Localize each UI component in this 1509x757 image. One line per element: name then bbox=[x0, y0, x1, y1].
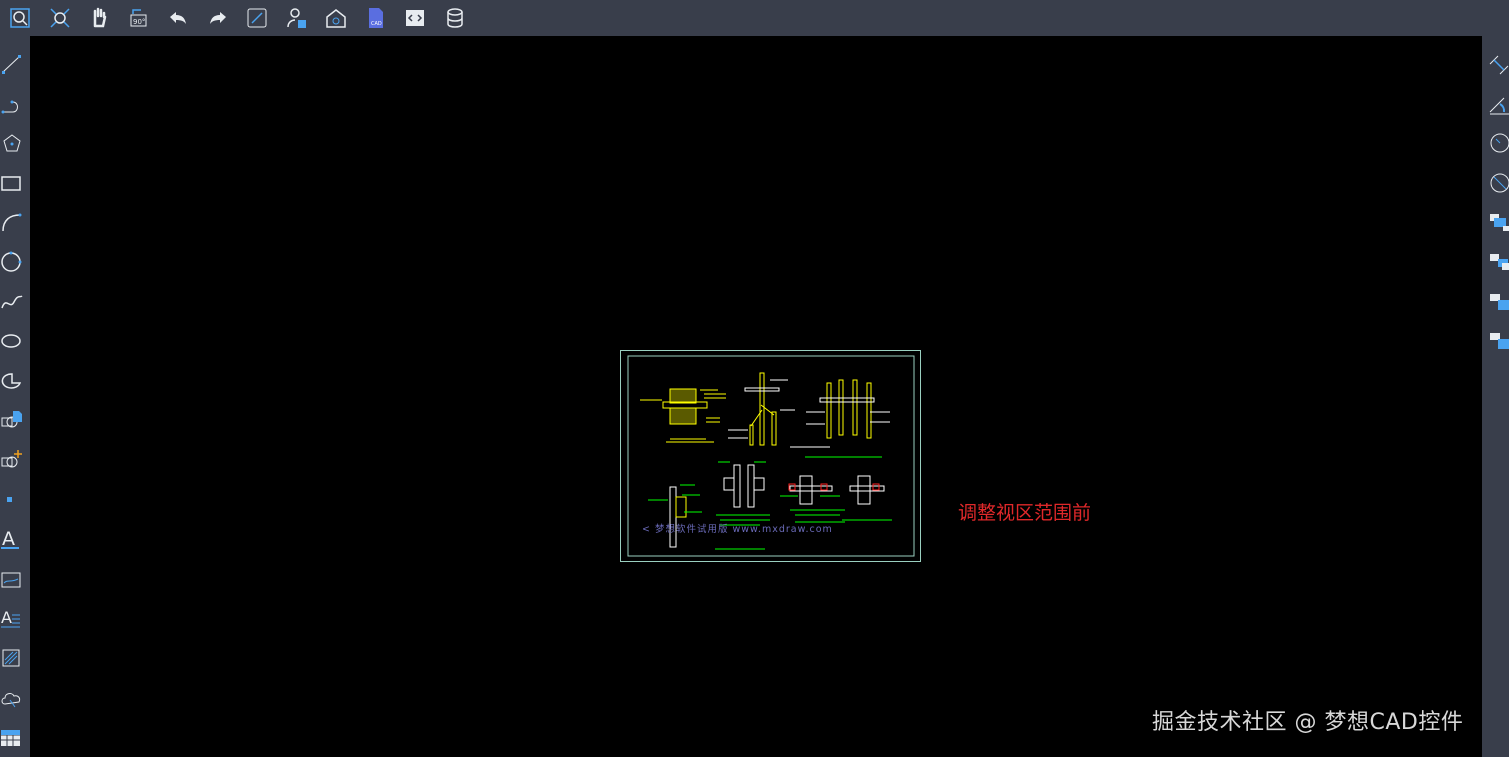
cad-file-button[interactable]: CAD bbox=[364, 6, 388, 30]
circle-button[interactable] bbox=[0, 250, 24, 274]
detail-1 bbox=[640, 388, 726, 443]
rectangle-button[interactable] bbox=[0, 171, 24, 195]
trial-version-text: < 梦想软件试用版 www.mxdraw.com bbox=[642, 524, 833, 535]
diameter-dimension-icon bbox=[1490, 173, 1509, 193]
redo-button[interactable] bbox=[206, 6, 230, 30]
ellipse-arc-button[interactable] bbox=[0, 369, 24, 393]
text-icon: A bbox=[1, 528, 19, 550]
revision-cloud-button[interactable] bbox=[0, 686, 24, 710]
svg-text:A: A bbox=[2, 528, 15, 550]
ellipse-arc-icon bbox=[1, 373, 22, 389]
polyline-icon bbox=[1, 100, 18, 114]
user-layer-button[interactable] bbox=[285, 6, 309, 30]
arc-icon bbox=[2, 213, 22, 232]
angular-dimension-button[interactable] bbox=[1488, 92, 1509, 116]
polygon-icon bbox=[3, 134, 21, 152]
home-view-button[interactable] bbox=[324, 6, 348, 30]
send-below-button[interactable] bbox=[1488, 329, 1509, 353]
polygon-button[interactable] bbox=[0, 131, 24, 155]
circle-icon bbox=[1, 251, 22, 272]
drawing-outer-border bbox=[620, 350, 921, 562]
line-button[interactable] bbox=[0, 52, 24, 76]
detail-2 bbox=[728, 372, 795, 446]
undo-icon bbox=[170, 12, 186, 24]
hatch-button[interactable] bbox=[0, 646, 24, 670]
spline-button[interactable] bbox=[0, 290, 24, 314]
cad-canvas[interactable]: < 梦想软件试用版 www.mxdraw.com 调整视区范围前 掘金技术社区 … bbox=[30, 36, 1482, 757]
home-view-icon bbox=[326, 9, 346, 28]
detail-3 bbox=[790, 379, 890, 458]
line-icon bbox=[2, 55, 21, 74]
arc-button[interactable] bbox=[0, 210, 24, 234]
table-button[interactable] bbox=[0, 725, 24, 749]
rectangle-icon bbox=[1, 176, 21, 191]
detail-4 bbox=[648, 484, 702, 548]
pan-hand-icon bbox=[93, 7, 107, 28]
zoom-window-icon bbox=[49, 8, 70, 28]
rotate-90-button[interactable]: 90° bbox=[127, 6, 151, 30]
image-button[interactable] bbox=[0, 567, 24, 591]
diameter-dimension-button[interactable] bbox=[1488, 171, 1509, 195]
code-button[interactable] bbox=[403, 6, 427, 30]
point-button[interactable] bbox=[0, 488, 24, 512]
create-block-icon bbox=[1, 450, 22, 468]
hatch-icon bbox=[2, 649, 20, 667]
user-layer-icon bbox=[286, 8, 306, 28]
ellipse-icon bbox=[1, 334, 21, 348]
revision-cloud-icon bbox=[1, 692, 21, 707]
svg-text:90°: 90° bbox=[133, 18, 145, 26]
angular-dimension-icon bbox=[1489, 97, 1509, 115]
multiline-text-button[interactable]: A bbox=[0, 606, 24, 630]
rotate-90-icon: 90° bbox=[130, 9, 146, 27]
zoom-extents-button[interactable] bbox=[8, 6, 32, 30]
database-icon bbox=[446, 8, 463, 28]
bring-to-front-icon bbox=[1490, 214, 1509, 232]
aligned-dimension-icon bbox=[1489, 55, 1509, 75]
send-below-icon bbox=[1490, 333, 1509, 350]
fullscreen-icon bbox=[247, 8, 267, 28]
cad-file-icon: CAD bbox=[368, 8, 383, 28]
bring-above-icon bbox=[1490, 293, 1509, 310]
insert-block-icon bbox=[1, 411, 22, 428]
send-to-back-button[interactable] bbox=[1488, 250, 1509, 274]
radius-dimension-icon bbox=[1490, 133, 1509, 153]
svg-text:CAD: CAD bbox=[371, 21, 382, 27]
database-button[interactable] bbox=[443, 6, 467, 30]
pan-hand-button[interactable] bbox=[87, 6, 111, 30]
bring-above-button[interactable] bbox=[1488, 290, 1509, 314]
redo-icon bbox=[209, 12, 226, 24]
radius-dimension-button[interactable] bbox=[1488, 131, 1509, 155]
detail-5 bbox=[715, 461, 770, 550]
fullscreen-button[interactable] bbox=[245, 6, 269, 30]
detail-6 bbox=[780, 475, 892, 523]
code-icon bbox=[406, 10, 424, 26]
aligned-dimension-button[interactable] bbox=[1488, 52, 1509, 76]
send-to-back-icon bbox=[1490, 254, 1509, 270]
ellipse-button[interactable] bbox=[0, 329, 24, 353]
right-tools-toolbar bbox=[1482, 36, 1509, 757]
polyline-button[interactable] bbox=[0, 92, 24, 116]
image-icon bbox=[1, 572, 21, 588]
zoom-extents-icon bbox=[10, 8, 30, 28]
spline-icon bbox=[1, 294, 23, 308]
cad-drawing bbox=[620, 350, 921, 562]
point-icon bbox=[7, 496, 12, 502]
multiline-text-icon: A bbox=[1, 608, 20, 628]
canvas-caption: 调整视区范围前 bbox=[958, 502, 1092, 524]
drawing-inner-border bbox=[627, 355, 915, 557]
top-toolbar: 90° CAD bbox=[0, 0, 1509, 36]
community-watermark: 掘金技术社区 @ 梦想CAD控件 bbox=[1152, 710, 1464, 735]
text-button[interactable]: A bbox=[0, 527, 24, 551]
undo-button[interactable] bbox=[166, 6, 190, 30]
zoom-window-button[interactable] bbox=[48, 6, 72, 30]
bring-to-front-button[interactable] bbox=[1488, 210, 1509, 234]
svg-text:A: A bbox=[1, 608, 12, 627]
insert-block-button[interactable] bbox=[0, 408, 24, 432]
create-block-button[interactable] bbox=[0, 448, 24, 472]
table-icon bbox=[1, 730, 20, 747]
